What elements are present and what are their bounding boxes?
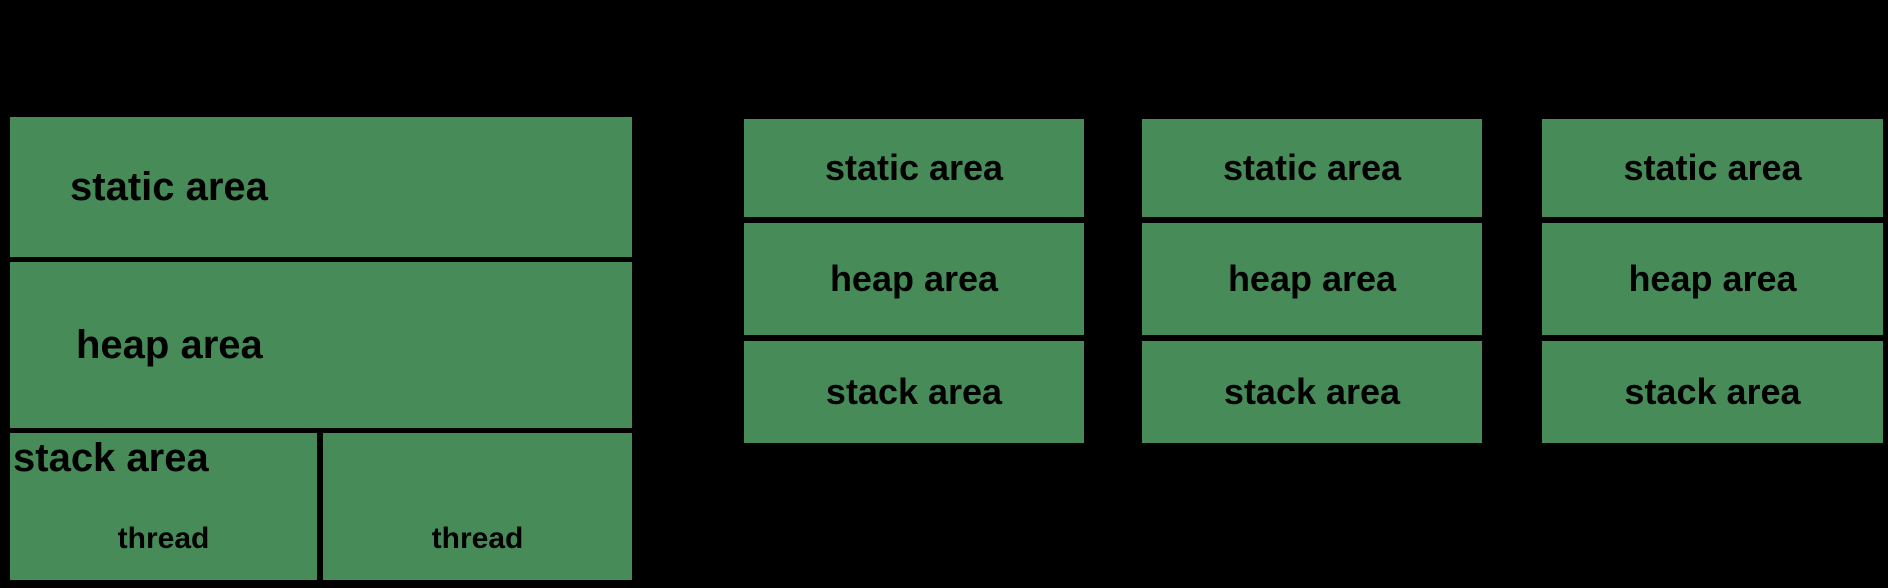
column-2-stack-area-box: stack area xyxy=(1142,341,1482,443)
column-3-stack-area-label: stack area xyxy=(1624,371,1801,412)
column-3-heap-area-label: heap area xyxy=(1628,258,1797,299)
column-3-heap-area-box: heap area xyxy=(1542,223,1883,335)
column-3-static-area-label: static area xyxy=(1623,147,1802,188)
column-1-static-area-box: static area xyxy=(744,119,1084,217)
thread-2-label: thread xyxy=(431,522,524,555)
process-heap-area-box: heap area xyxy=(10,262,632,428)
thread-1-label: thread xyxy=(117,522,210,555)
process-heap-area-label: heap area xyxy=(76,322,263,367)
column-1-static-area-label: static area xyxy=(824,147,1004,188)
column-2-stack-area-label: stack area xyxy=(1223,371,1401,412)
process-stack-area-label: stack area xyxy=(13,436,209,480)
column-3-static-area-box: static area xyxy=(1542,119,1883,217)
process-stack-area-thread-2-box: thread xyxy=(323,433,632,580)
column-1-stack-area-box: stack area xyxy=(744,341,1084,443)
column-1-stack-area-label: stack area xyxy=(825,371,1003,412)
process-static-area-box: static area xyxy=(10,117,632,257)
column-2-static-area-box: static area xyxy=(1142,119,1482,217)
process-static-area-label: static area xyxy=(70,164,268,209)
column-1-heap-area-label: heap area xyxy=(829,258,999,299)
column-2-static-area-label: static area xyxy=(1222,147,1402,188)
column-1-heap-area-box: heap area xyxy=(744,223,1084,335)
column-3-stack-area-box: stack area xyxy=(1542,341,1883,443)
column-2-heap-area-box: heap area xyxy=(1142,223,1482,335)
process-stack-area-thread-1-box: stack area thread xyxy=(10,433,317,580)
column-2-heap-area-label: heap area xyxy=(1227,258,1397,299)
